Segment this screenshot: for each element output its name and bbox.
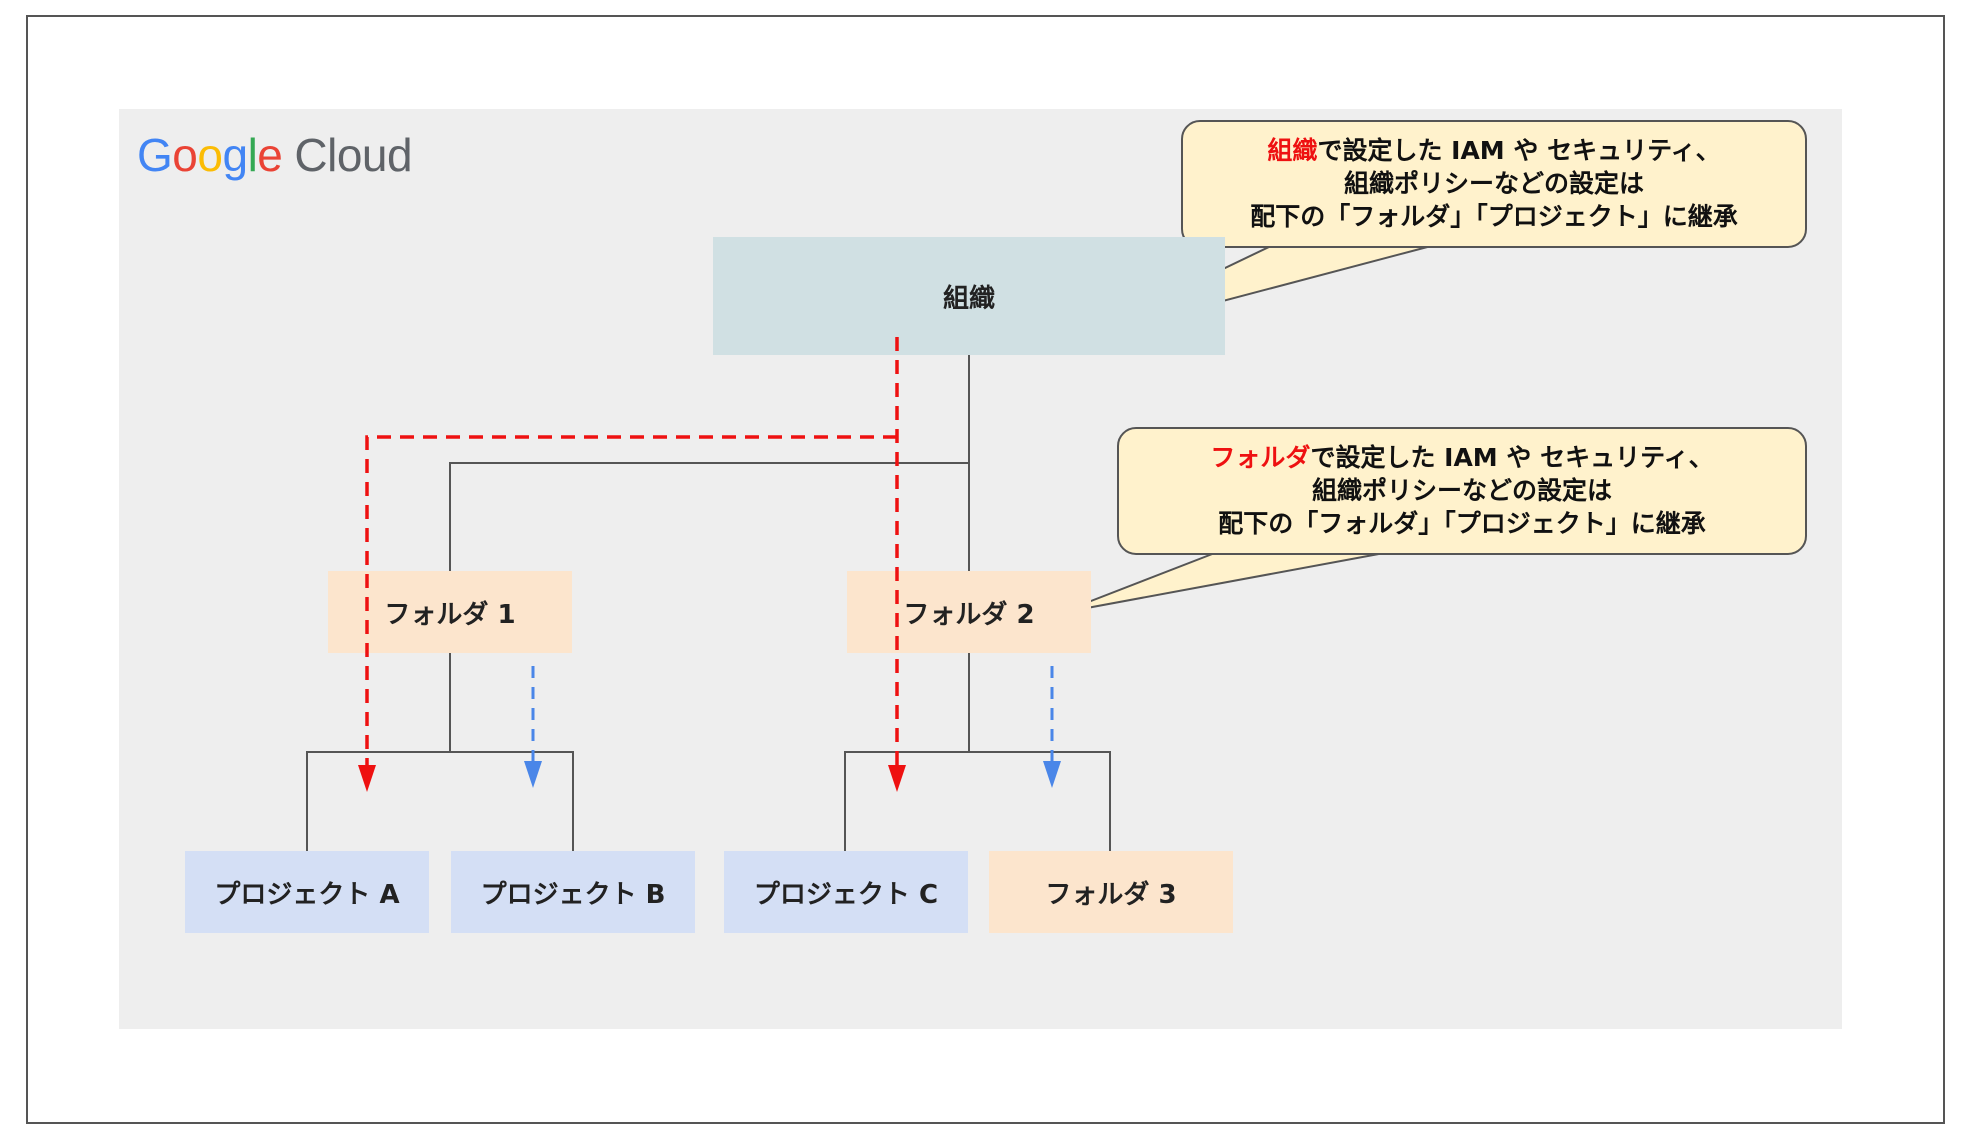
line-folder2-to-children bbox=[844, 653, 970, 851]
callout-org-line-2: 組織ポリシーなどの設定は bbox=[1343, 169, 1644, 198]
logo-letter: G bbox=[137, 129, 173, 181]
callout-folder-bubble bbox=[1117, 427, 1807, 555]
callout-folder bbox=[1059, 427, 1807, 614]
line-folder2-to-folder3 bbox=[969, 751, 1111, 851]
logo-letter: o bbox=[172, 129, 198, 181]
callout-org-bubble bbox=[1181, 120, 1807, 248]
node-project-c[interactable]: プロジェクト C bbox=[724, 851, 968, 933]
callout-org-line-3: 配下の「フォルダ」「プロジェクト」に継承 bbox=[1250, 202, 1738, 231]
node-folder-3-label: フォルダ 3 bbox=[1045, 879, 1177, 910]
node-folder-1[interactable]: フォルダ 1 bbox=[328, 571, 572, 653]
callout-folder-line-2: 組織ポリシーなどの設定は bbox=[1311, 476, 1612, 505]
node-project-c-label: プロジェクト C bbox=[753, 879, 939, 910]
callout-folder-text: フォルダで設定した IAM や セキュリティ、 組織ポリシーなどの設定は 配下の… bbox=[1118, 441, 1806, 540]
callout-folder-line-1: フォルダで設定した IAM や セキュリティ、 bbox=[1118, 441, 1806, 474]
logo-letter: o bbox=[197, 129, 223, 181]
line-folder1-to-projectb bbox=[450, 751, 574, 851]
node-folder-2[interactable]: フォルダ 2 bbox=[847, 571, 1091, 653]
node-folder-3[interactable]: フォルダ 3 bbox=[989, 851, 1233, 933]
callout-folder-line-1-rest: で設定した IAM や セキュリティ、 bbox=[1310, 443, 1714, 472]
line-org-to-folders bbox=[449, 355, 970, 571]
line-folder1-to-projects bbox=[306, 653, 451, 851]
node-project-a-label: プロジェクト A bbox=[214, 879, 400, 910]
logo-letter: g bbox=[222, 129, 248, 181]
callout-org-highlight: 組織 bbox=[1267, 136, 1318, 165]
callout-org-line-1-rest: で設定した IAM や セキュリティ、 bbox=[1317, 136, 1721, 165]
callout-org-line-1: 組織で設定した IAM や セキュリティ、 bbox=[1182, 134, 1806, 167]
node-organization[interactable]: 組織 bbox=[713, 237, 1225, 355]
node-project-b[interactable]: プロジェクト B bbox=[451, 851, 695, 933]
callout-folder-line-3: 配下の「フォルダ」「プロジェクト」に継承 bbox=[1218, 509, 1706, 538]
google-cloud-logo: G o o g l e Cloud bbox=[137, 127, 413, 183]
logo-product-name: Cloud bbox=[294, 129, 413, 181]
callout-folder-pointer bbox=[1059, 550, 1396, 614]
node-folder-2-label: フォルダ 2 bbox=[903, 599, 1035, 630]
node-folder-1-label: フォルダ 1 bbox=[384, 599, 516, 630]
node-project-a[interactable]: プロジェクト A bbox=[185, 851, 429, 933]
node-organization-label: 組織 bbox=[942, 283, 995, 314]
logo-letter: l bbox=[247, 129, 258, 181]
callout-folder-highlight: フォルダ bbox=[1210, 443, 1311, 472]
node-project-b-label: プロジェクト B bbox=[480, 879, 666, 910]
callout-org-text: 組織で設定した IAM や セキュリティ、 組織ポリシーなどの設定は 配下の「フ… bbox=[1182, 134, 1806, 233]
logo-letter: e bbox=[257, 129, 283, 181]
